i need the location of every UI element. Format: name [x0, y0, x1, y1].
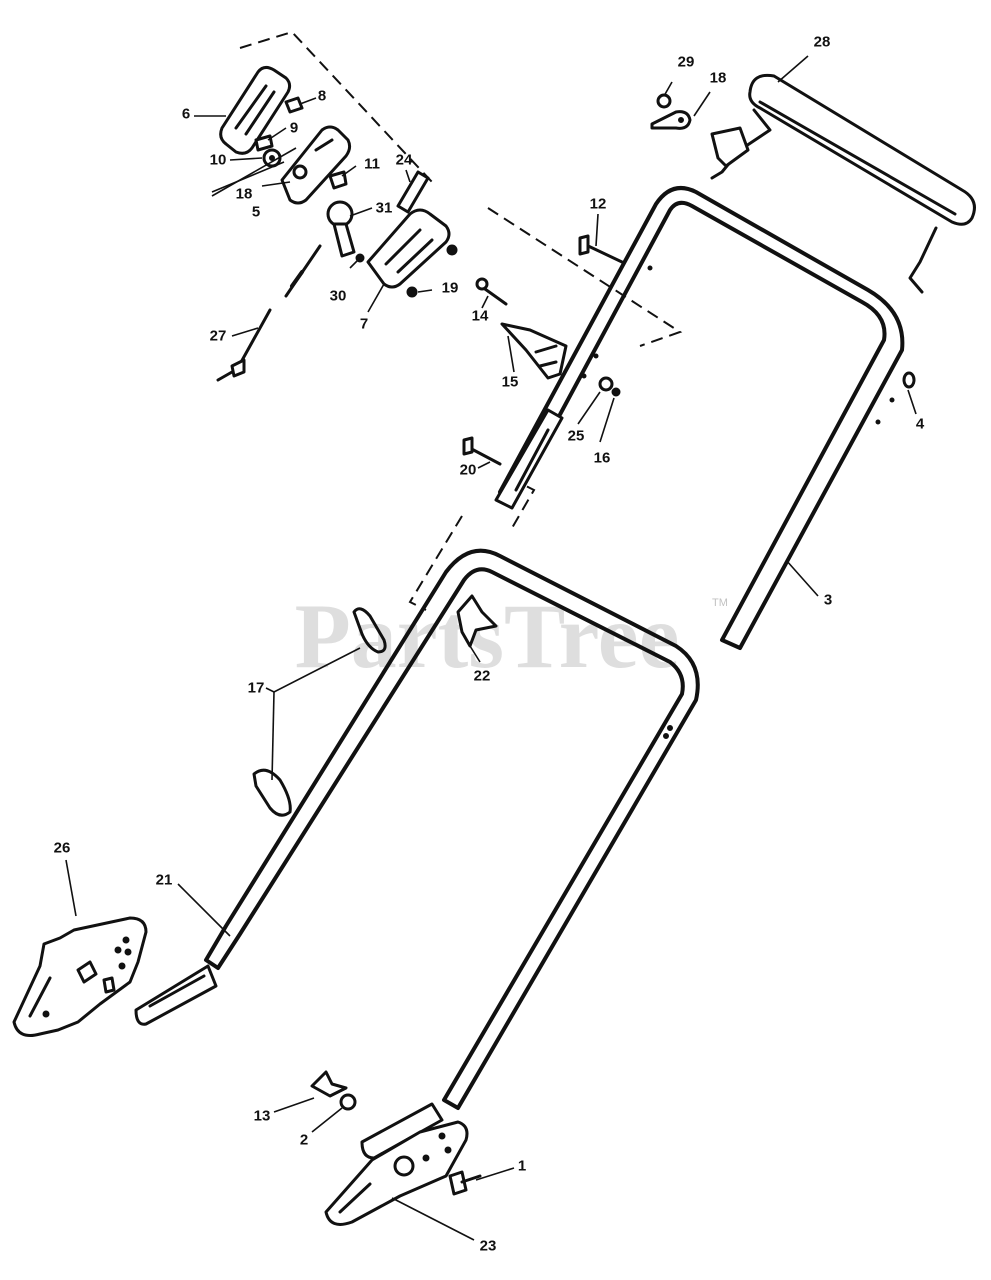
callout-30: 30 [330, 288, 347, 305]
part-10-washer[interactable] [262, 148, 282, 168]
part-24-pin[interactable] [396, 170, 430, 214]
callout-3: 3 [824, 592, 832, 609]
callout-25: 25 [568, 428, 585, 445]
part-15-bracket[interactable] [500, 322, 568, 380]
callout-26: 26 [54, 840, 71, 857]
part-handle-end-left[interactable] [134, 964, 218, 1026]
callout-10: 10 [210, 152, 227, 169]
part-17-cable-tie-upper[interactable] [352, 607, 387, 654]
callout-7: 7 [360, 316, 368, 333]
callout-17: 17 [248, 680, 265, 697]
callout-31: 31 [376, 200, 393, 217]
part-19-nut[interactable] [406, 244, 458, 298]
exploded-view-boundary [239, 30, 683, 611]
callout-12: 12 [590, 196, 607, 213]
part-18-knob-upper[interactable] [650, 110, 692, 130]
callout-6: 6 [182, 106, 190, 123]
part-31-knob[interactable] [326, 200, 356, 258]
callout-15: 15 [502, 374, 519, 391]
part-8-screw[interactable] [284, 96, 304, 114]
callout-11: 11 [364, 156, 380, 173]
callout-22: 22 [474, 668, 491, 685]
callout-4: 4 [916, 416, 925, 433]
part-7-bracket[interactable] [366, 208, 451, 289]
watermark-trademark: TM [712, 597, 728, 609]
callout-14: 14 [472, 308, 489, 325]
part-16-nut[interactable] [611, 387, 621, 397]
part-23-mount-bracket[interactable] [324, 1102, 469, 1226]
callout-21: 21 [156, 872, 173, 889]
part-22-wing-knob[interactable] [456, 594, 498, 648]
part-3-upper-handle[interactable] [498, 186, 905, 650]
callout-28: 28 [814, 34, 831, 51]
part-13-wing-nut[interactable] [310, 1070, 348, 1098]
part-2-washer[interactable] [339, 1093, 357, 1111]
callout-18-right: 18 [710, 70, 727, 87]
part-26-mount-plate[interactable] [12, 916, 148, 1037]
callout-27: 27 [210, 328, 227, 345]
callout-24: 24 [396, 152, 413, 169]
part-25-washer[interactable] [598, 376, 614, 392]
part-29-nut[interactable] [656, 93, 672, 109]
callout-labels: 6 8 9 10 18 5 11 24 31 30 7 19 27 29 18 … [54, 34, 925, 1255]
callout-23: 23 [480, 1238, 497, 1255]
part-28-handle-grip[interactable] [710, 73, 976, 294]
callout-5: 5 [252, 204, 260, 221]
leader-lines [65, 55, 917, 1241]
part-slotted-sleeve[interactable] [494, 408, 564, 510]
part-14-bolt[interactable] [475, 277, 508, 306]
callout-20: 20 [460, 462, 477, 479]
part-27-cable[interactable] [216, 244, 322, 382]
callout-13: 13 [254, 1108, 271, 1125]
part-bracket-upper[interactable] [710, 126, 750, 168]
part-6-lever-cover[interactable] [219, 65, 292, 155]
callout-2: 2 [300, 1132, 308, 1149]
callout-18-left: 18 [236, 186, 253, 203]
part-20-bolt[interactable] [462, 436, 502, 466]
part-17-cable-tie-lower[interactable] [252, 768, 292, 817]
callout-16: 16 [594, 450, 611, 467]
callout-29: 29 [678, 54, 695, 71]
callout-8: 8 [318, 88, 326, 105]
part-1-bolt[interactable] [448, 1170, 482, 1196]
part-5-lever-housing[interactable] [280, 125, 352, 205]
callout-19: 19 [442, 280, 459, 297]
callout-9: 9 [290, 120, 298, 137]
part-4-plug[interactable] [902, 371, 916, 389]
callout-1: 1 [518, 1158, 526, 1175]
part-21-lower-handle[interactable] [204, 548, 700, 1110]
part-12-bolt[interactable] [578, 234, 624, 264]
